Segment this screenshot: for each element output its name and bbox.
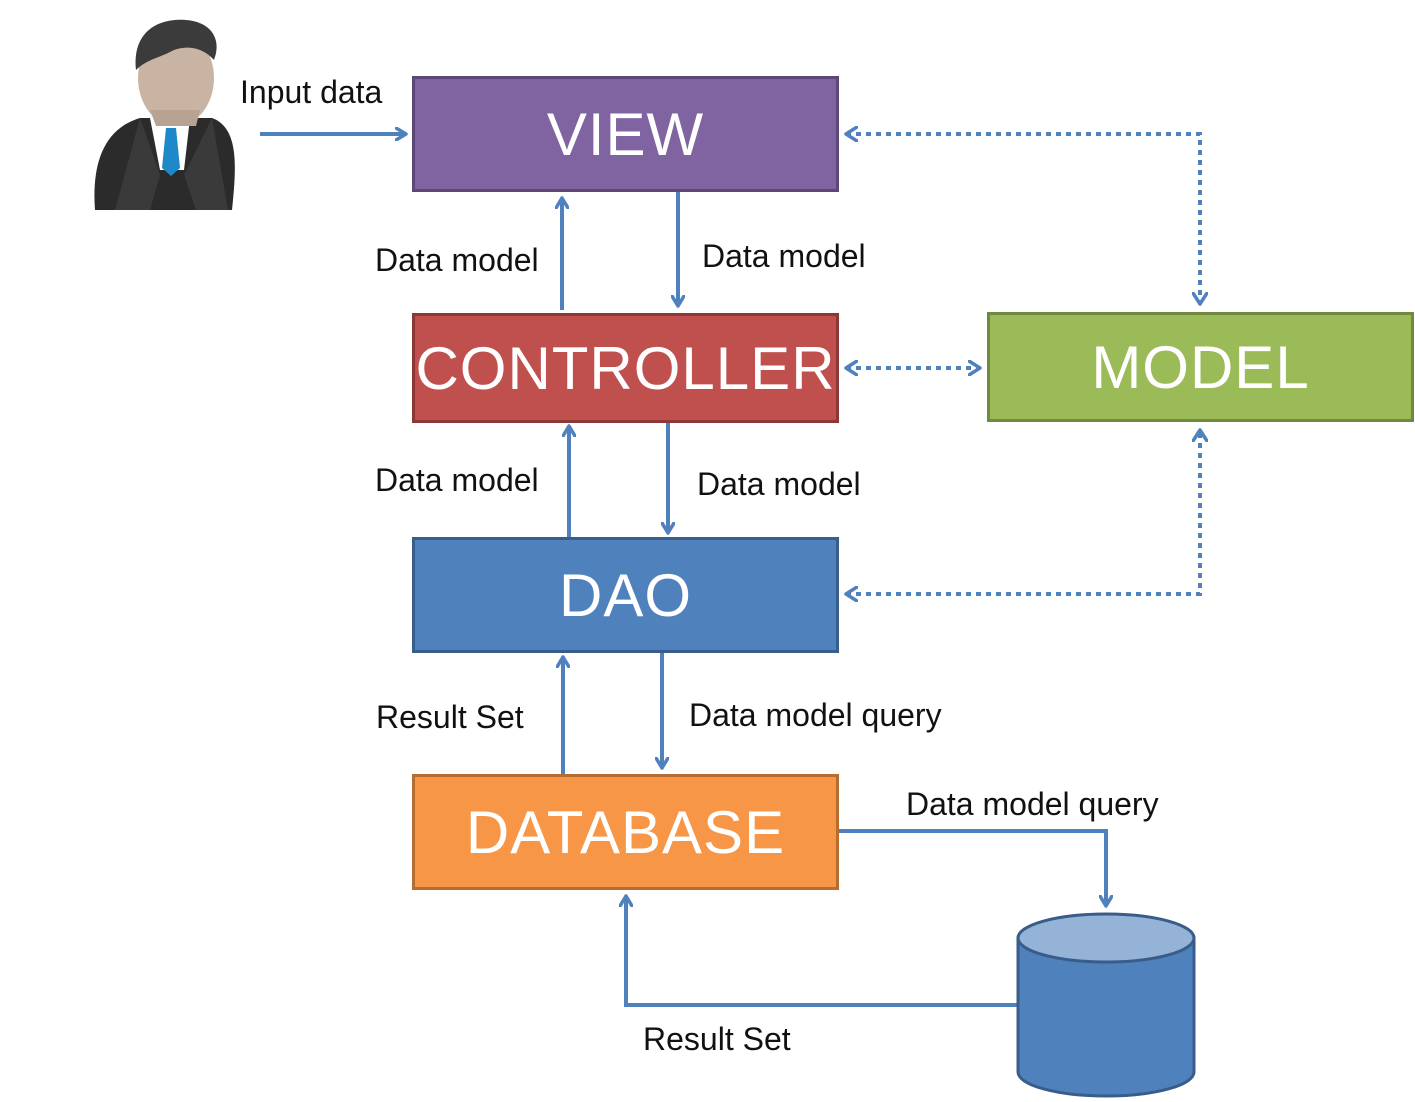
dao-to-database-label: Data model query xyxy=(689,697,942,733)
dao-to-controller-label: Data model xyxy=(375,462,539,498)
database-to-store-arrow xyxy=(838,829,1106,906)
database-to-store-label: Data model query xyxy=(906,786,1159,822)
view-label: VIEW xyxy=(546,100,705,168)
database-label: DATABASE xyxy=(465,798,786,866)
controller-to-view-label: Data model xyxy=(375,242,539,278)
controller-label: CONTROLLER xyxy=(415,334,836,402)
store-to-database-arrow xyxy=(626,896,1018,1007)
dao-box: DAO xyxy=(412,537,839,653)
view-model-dotted-arrow xyxy=(846,134,1200,304)
businessman-icon xyxy=(94,19,235,210)
database-to-dao-label: Result Set xyxy=(376,699,524,735)
controller-to-dao-label: Data model xyxy=(697,466,861,502)
dao-label: DAO xyxy=(558,561,693,629)
view-to-controller-label: Data model xyxy=(702,238,866,274)
controller-box: CONTROLLER xyxy=(412,313,839,423)
model-label: MODEL xyxy=(1091,333,1310,401)
database-cylinder-icon xyxy=(1016,912,1196,1098)
view-box: VIEW xyxy=(412,76,839,192)
database-box: DATABASE xyxy=(412,774,839,890)
store-to-database-label: Result Set xyxy=(643,1021,791,1057)
dao-model-dotted-arrow xyxy=(846,430,1200,594)
input-data-label: Input data xyxy=(240,74,383,110)
model-box: MODEL xyxy=(987,312,1414,422)
